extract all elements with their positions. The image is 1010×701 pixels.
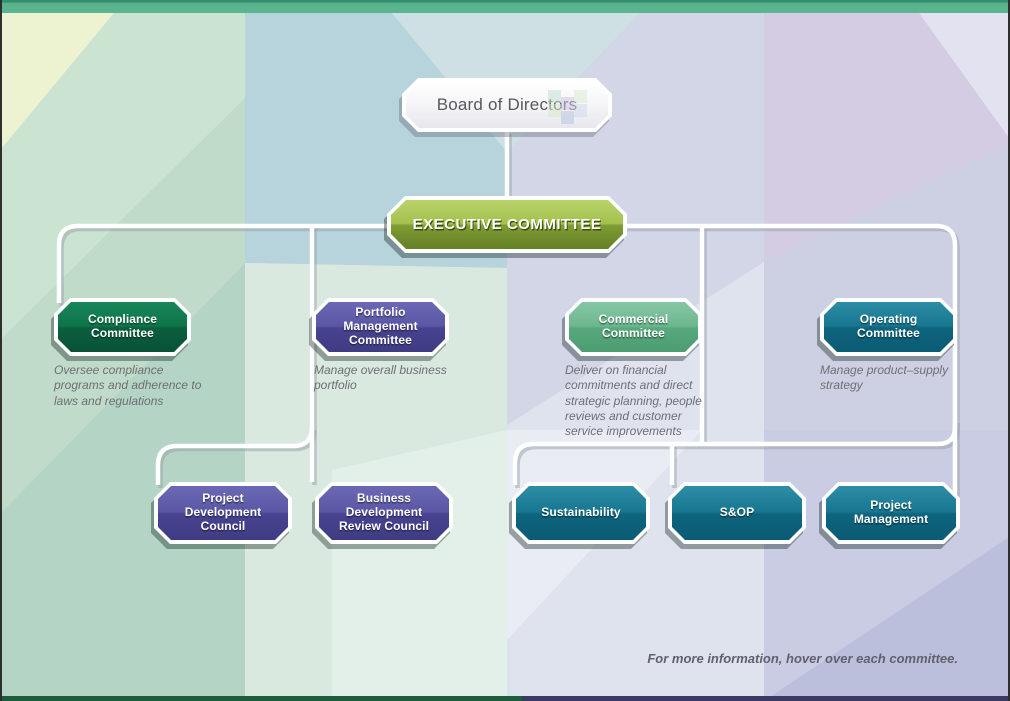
- board-of-directors-label: Board of Directors: [436, 95, 578, 115]
- committee-operating-description: Manage product–supply strategy: [820, 363, 949, 393]
- council-business-development-review[interactable]: Business Development Review Council: [315, 482, 453, 544]
- committee-commercial-description: Deliver on financial commitments and dir…: [565, 363, 702, 439]
- top-ribbon: [2, 0, 1008, 13]
- committee-title: Portfolio Management Committee: [343, 305, 418, 347]
- council-project-development[interactable]: Project Development Council: [154, 482, 292, 544]
- council-title: Business Development Review Council: [338, 491, 430, 533]
- cube-pattern-decoration: [540, 88, 592, 130]
- committee-title: Compliance Committee: [87, 312, 157, 340]
- committee-commercial[interactable]: Commercial Committee: [565, 298, 702, 356]
- committee-portfolio-description: Manage overall business portfolio: [314, 363, 447, 393]
- bottom-accent-left: [2, 696, 522, 701]
- council-title: Project Development Council: [184, 491, 262, 533]
- council-title: Sustainability: [541, 505, 621, 520]
- hover-hint-note: For more information, hover over each co…: [647, 651, 958, 666]
- board-of-directors-node: Board of Directors: [402, 78, 612, 132]
- committee-title: Commercial Committee: [598, 312, 669, 340]
- committee-operating[interactable]: Operating Committee: [820, 298, 957, 356]
- committee-portfolio-management[interactable]: Portfolio Management Committee: [312, 298, 449, 356]
- council-sop[interactable]: S&OP: [668, 482, 806, 544]
- council-title: S&OP: [719, 505, 755, 520]
- executive-committee-label: EXECUTIVE COMMITTEE: [412, 215, 602, 233]
- committee-title: Operating Committee: [857, 312, 920, 340]
- council-sustainability[interactable]: Sustainability: [512, 482, 650, 544]
- committee-compliance[interactable]: Compliance Committee: [54, 298, 191, 356]
- council-title: Project Management: [853, 498, 929, 526]
- bottom-accent-right: [522, 696, 1008, 701]
- committee-compliance-description: Oversee compliance programs and adherenc…: [54, 363, 202, 408]
- council-project-management[interactable]: Project Management: [822, 482, 960, 544]
- executive-committee-node[interactable]: EXECUTIVE COMMITTEE: [387, 196, 627, 253]
